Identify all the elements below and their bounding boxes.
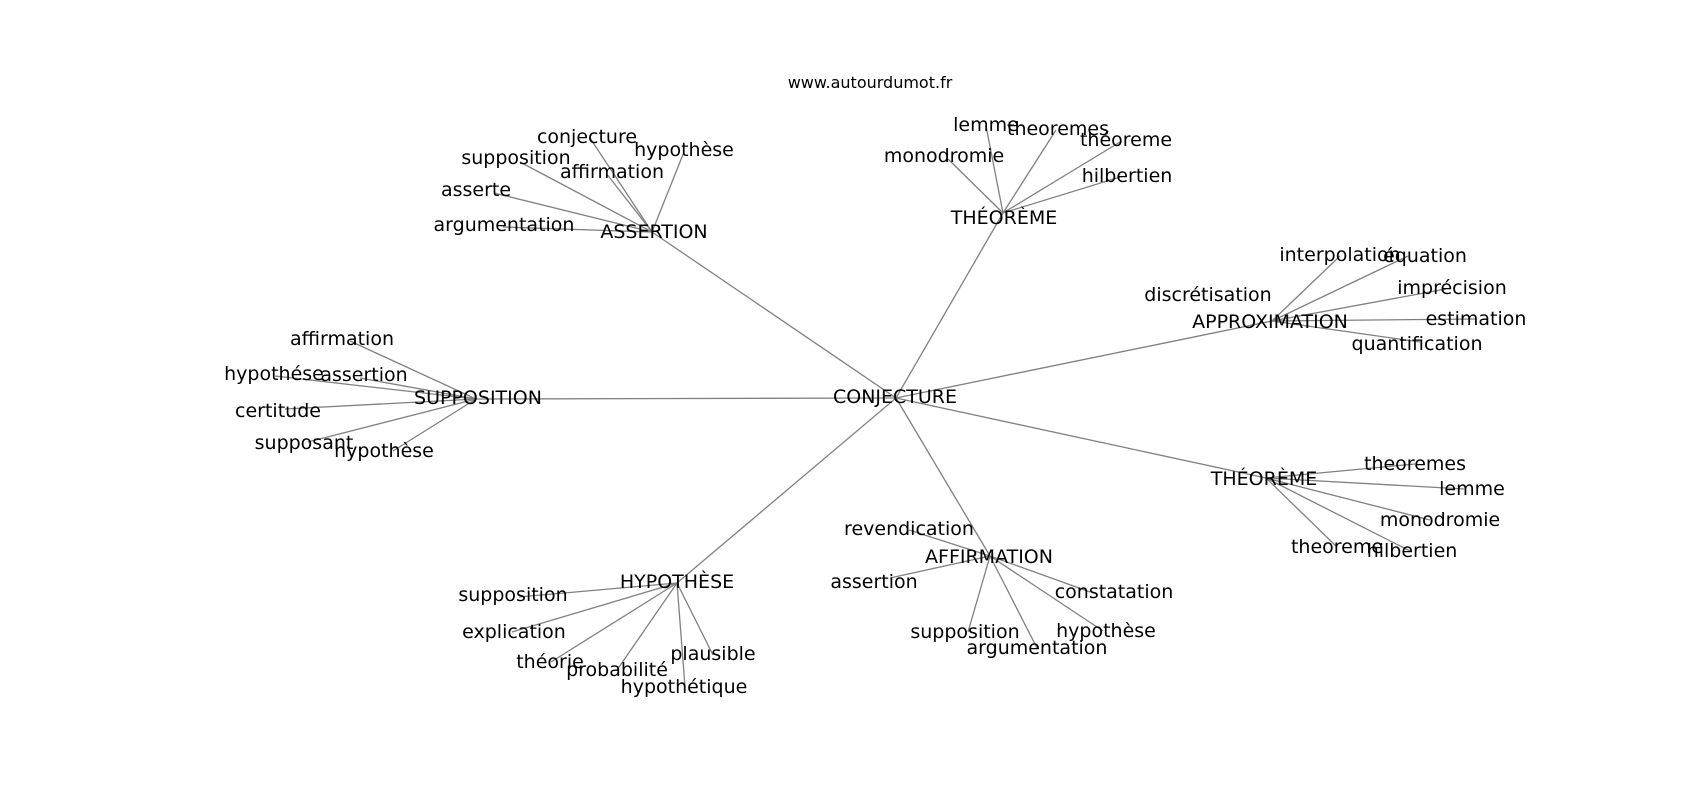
- leaf-approx-quantification: quantification: [1352, 333, 1483, 355]
- edge-center-hub-1: [895, 212, 1004, 399]
- leaf-approx-imprecision: imprécision: [1397, 277, 1507, 299]
- leaf-approx-estimation: estimation: [1426, 308, 1527, 330]
- edge-hub-2-leaf-0: [1271, 255, 1341, 322]
- leaf-hypothese-plausible: plausible: [670, 643, 755, 665]
- edge-hub-4-leaf-4: [1265, 477, 1411, 552]
- leaf-theoreme-top-theoremes: theoremes: [1007, 118, 1109, 140]
- leaf-assertion-argumentation: argumentation: [434, 214, 575, 236]
- leaf-affirmation-revendication: revendication: [844, 518, 974, 540]
- hub-affirmation: AFFIRMATION: [925, 546, 1053, 568]
- hub-supposition: SUPPOSITION: [414, 387, 542, 409]
- leaf-theoreme-top-theoreme: théoreme: [1080, 129, 1172, 151]
- leaf-hypothese-probabilite: probabilité: [566, 659, 668, 681]
- edge-hub-3-leaf-2: [359, 377, 477, 400]
- leaf-affirmation-supposition: supposition: [910, 621, 1019, 643]
- leaf-affirmation-constatation: constatation: [1055, 581, 1174, 603]
- edge-hub-4-leaf-1: [1265, 477, 1465, 490]
- edge-hub-1-leaf-1: [1002, 129, 1057, 214]
- leaf-theoreme-right-theoreme: theoreme: [1291, 536, 1383, 558]
- source-label: www.autourdumot.fr: [788, 73, 953, 92]
- edge-center-hub-6: [676, 397, 897, 584]
- edge-hub-0-leaf-2: [519, 161, 653, 233]
- edge-hub-5-leaf-5: [989, 555, 1038, 649]
- leaf-theoreme-top-monodromie: monodromie: [884, 145, 1004, 167]
- hub-theoreme-top: THÉORÈME: [950, 206, 1057, 229]
- leaf-affirmation-assertion: assertion: [830, 571, 917, 593]
- leaf-hypothese-explication: explication: [462, 621, 566, 643]
- edge-hub-0-leaf-4: [493, 192, 653, 233]
- edge-hub-3-leaf-4: [307, 398, 477, 443]
- leaf-approx-equation: équation: [1383, 245, 1467, 267]
- edge-hub-5-leaf-0: [908, 529, 991, 557]
- leaf-supposition-hypothese-accent: hypothése: [224, 363, 324, 385]
- edge-center-hub-5: [895, 397, 991, 557]
- edge-hub-4-leaf-3: [1265, 477, 1338, 548]
- edge-hub-2-leaf-1: [1271, 255, 1409, 322]
- leaf-theoreme-top-hilbertien: hilbertien: [1082, 165, 1173, 187]
- edge-hub-3-leaf-0: [349, 340, 477, 400]
- edge-hub-3-leaf-1: [274, 375, 477, 400]
- edge-hub-3-leaf-5: [392, 398, 477, 452]
- leaf-affirmation-hypothese: hypothèse: [1056, 620, 1156, 642]
- edge-hub-2-leaf-2: [1271, 288, 1447, 322]
- hub-approximation: APPROXIMATION: [1192, 311, 1348, 333]
- edge-hub-4-leaf-0: [1265, 463, 1416, 479]
- edge-hub-0-leaf-5: [502, 226, 653, 233]
- edge-hub-5-leaf-3: [967, 555, 991, 633]
- leaf-supposition-supposant: supposant: [255, 432, 354, 454]
- edge-hub-6-leaf-4: [616, 582, 678, 671]
- leaf-hypothese-hypothetique: hypothétique: [621, 676, 748, 698]
- leaf-theoreme-right-monodromie: monodromie: [1380, 509, 1500, 531]
- edge-hub-1-leaf-4: [1002, 176, 1121, 214]
- edge-hub-6-leaf-0: [518, 582, 678, 598]
- edge-hub-0-leaf-0: [589, 137, 653, 233]
- leaf-hypothese-supposition: supposition: [458, 584, 567, 606]
- edge-hub-1-leaf-0: [985, 125, 1004, 214]
- edge-hub-0-leaf-3: [605, 172, 653, 233]
- edge-hub-0-leaf-1: [651, 151, 685, 233]
- edge-hub-4-leaf-2: [1265, 477, 1431, 521]
- edge-hub-6-leaf-1: [511, 582, 678, 633]
- edge-hub-2-leaf-4: [1271, 320, 1421, 343]
- hub-hypothese: HYPOTHÈSE: [620, 570, 734, 593]
- leaf-approx-interpolation: interpolation: [1279, 244, 1400, 266]
- edge-hub-2-leaf-3: [1271, 318, 1477, 322]
- leaf-supposition-certitude: certitude: [235, 400, 321, 422]
- edge-hub-5-leaf-4: [989, 555, 1104, 632]
- edge-center-hub-4: [895, 397, 1267, 479]
- leaf-theoreme-right-theoremes: theoremes: [1364, 453, 1466, 475]
- edge-hub-5-leaf-2: [989, 555, 1091, 593]
- leaf-hypothese-theorie: théorie: [516, 651, 584, 673]
- leaf-assertion-asserte: asserte: [441, 179, 511, 201]
- edge-hub-6-leaf-3: [676, 582, 714, 656]
- edge-center-hub-3: [475, 397, 897, 400]
- edge-center-hub-2: [895, 320, 1273, 399]
- edge-hub-6-leaf-5: [676, 582, 686, 688]
- leaf-theoreme-top-lemme: lemme: [953, 114, 1019, 136]
- leaf-supposition-affirmation: affirmation: [290, 328, 394, 350]
- edge-hub-3-leaf-3: [284, 398, 477, 410]
- leaf-approx-discretisation: discrétisation: [1144, 284, 1271, 306]
- edges: [274, 125, 1477, 688]
- leaf-assertion-affirmation: affirmation: [560, 161, 664, 183]
- hub-theoreme-right: THÉORÈME: [1210, 467, 1317, 490]
- leaf-theoreme-right-hilbertien: hilbertien: [1367, 540, 1458, 562]
- edge-hub-1-leaf-3: [947, 158, 1004, 214]
- leaf-supposition-hypothese: hypothèse: [334, 440, 434, 462]
- labels: www.autourdumot.fr CONJECTURE ASSERTION …: [224, 73, 1526, 698]
- leaf-theoreme-right-lemme: lemme: [1439, 478, 1505, 500]
- leaf-supposition-assertion: assertion: [320, 364, 407, 386]
- hub-assertion: ASSERTION: [600, 221, 707, 243]
- edge-hub-6-leaf-2: [550, 582, 678, 663]
- leaf-assertion-supposition: supposition: [461, 147, 570, 169]
- center-node-label: CONJECTURE: [833, 386, 957, 408]
- leaf-assertion-conjecture: conjecture: [537, 126, 637, 148]
- leaf-assertion-hypothese: hypothèse: [634, 139, 734, 161]
- edge-hub-5-leaf-1: [889, 555, 991, 579]
- edge-hub-1-leaf-2: [1002, 141, 1121, 214]
- leaf-affirmation-argumentation: argumentation: [967, 637, 1108, 659]
- edge-center-hub-0: [651, 231, 897, 399]
